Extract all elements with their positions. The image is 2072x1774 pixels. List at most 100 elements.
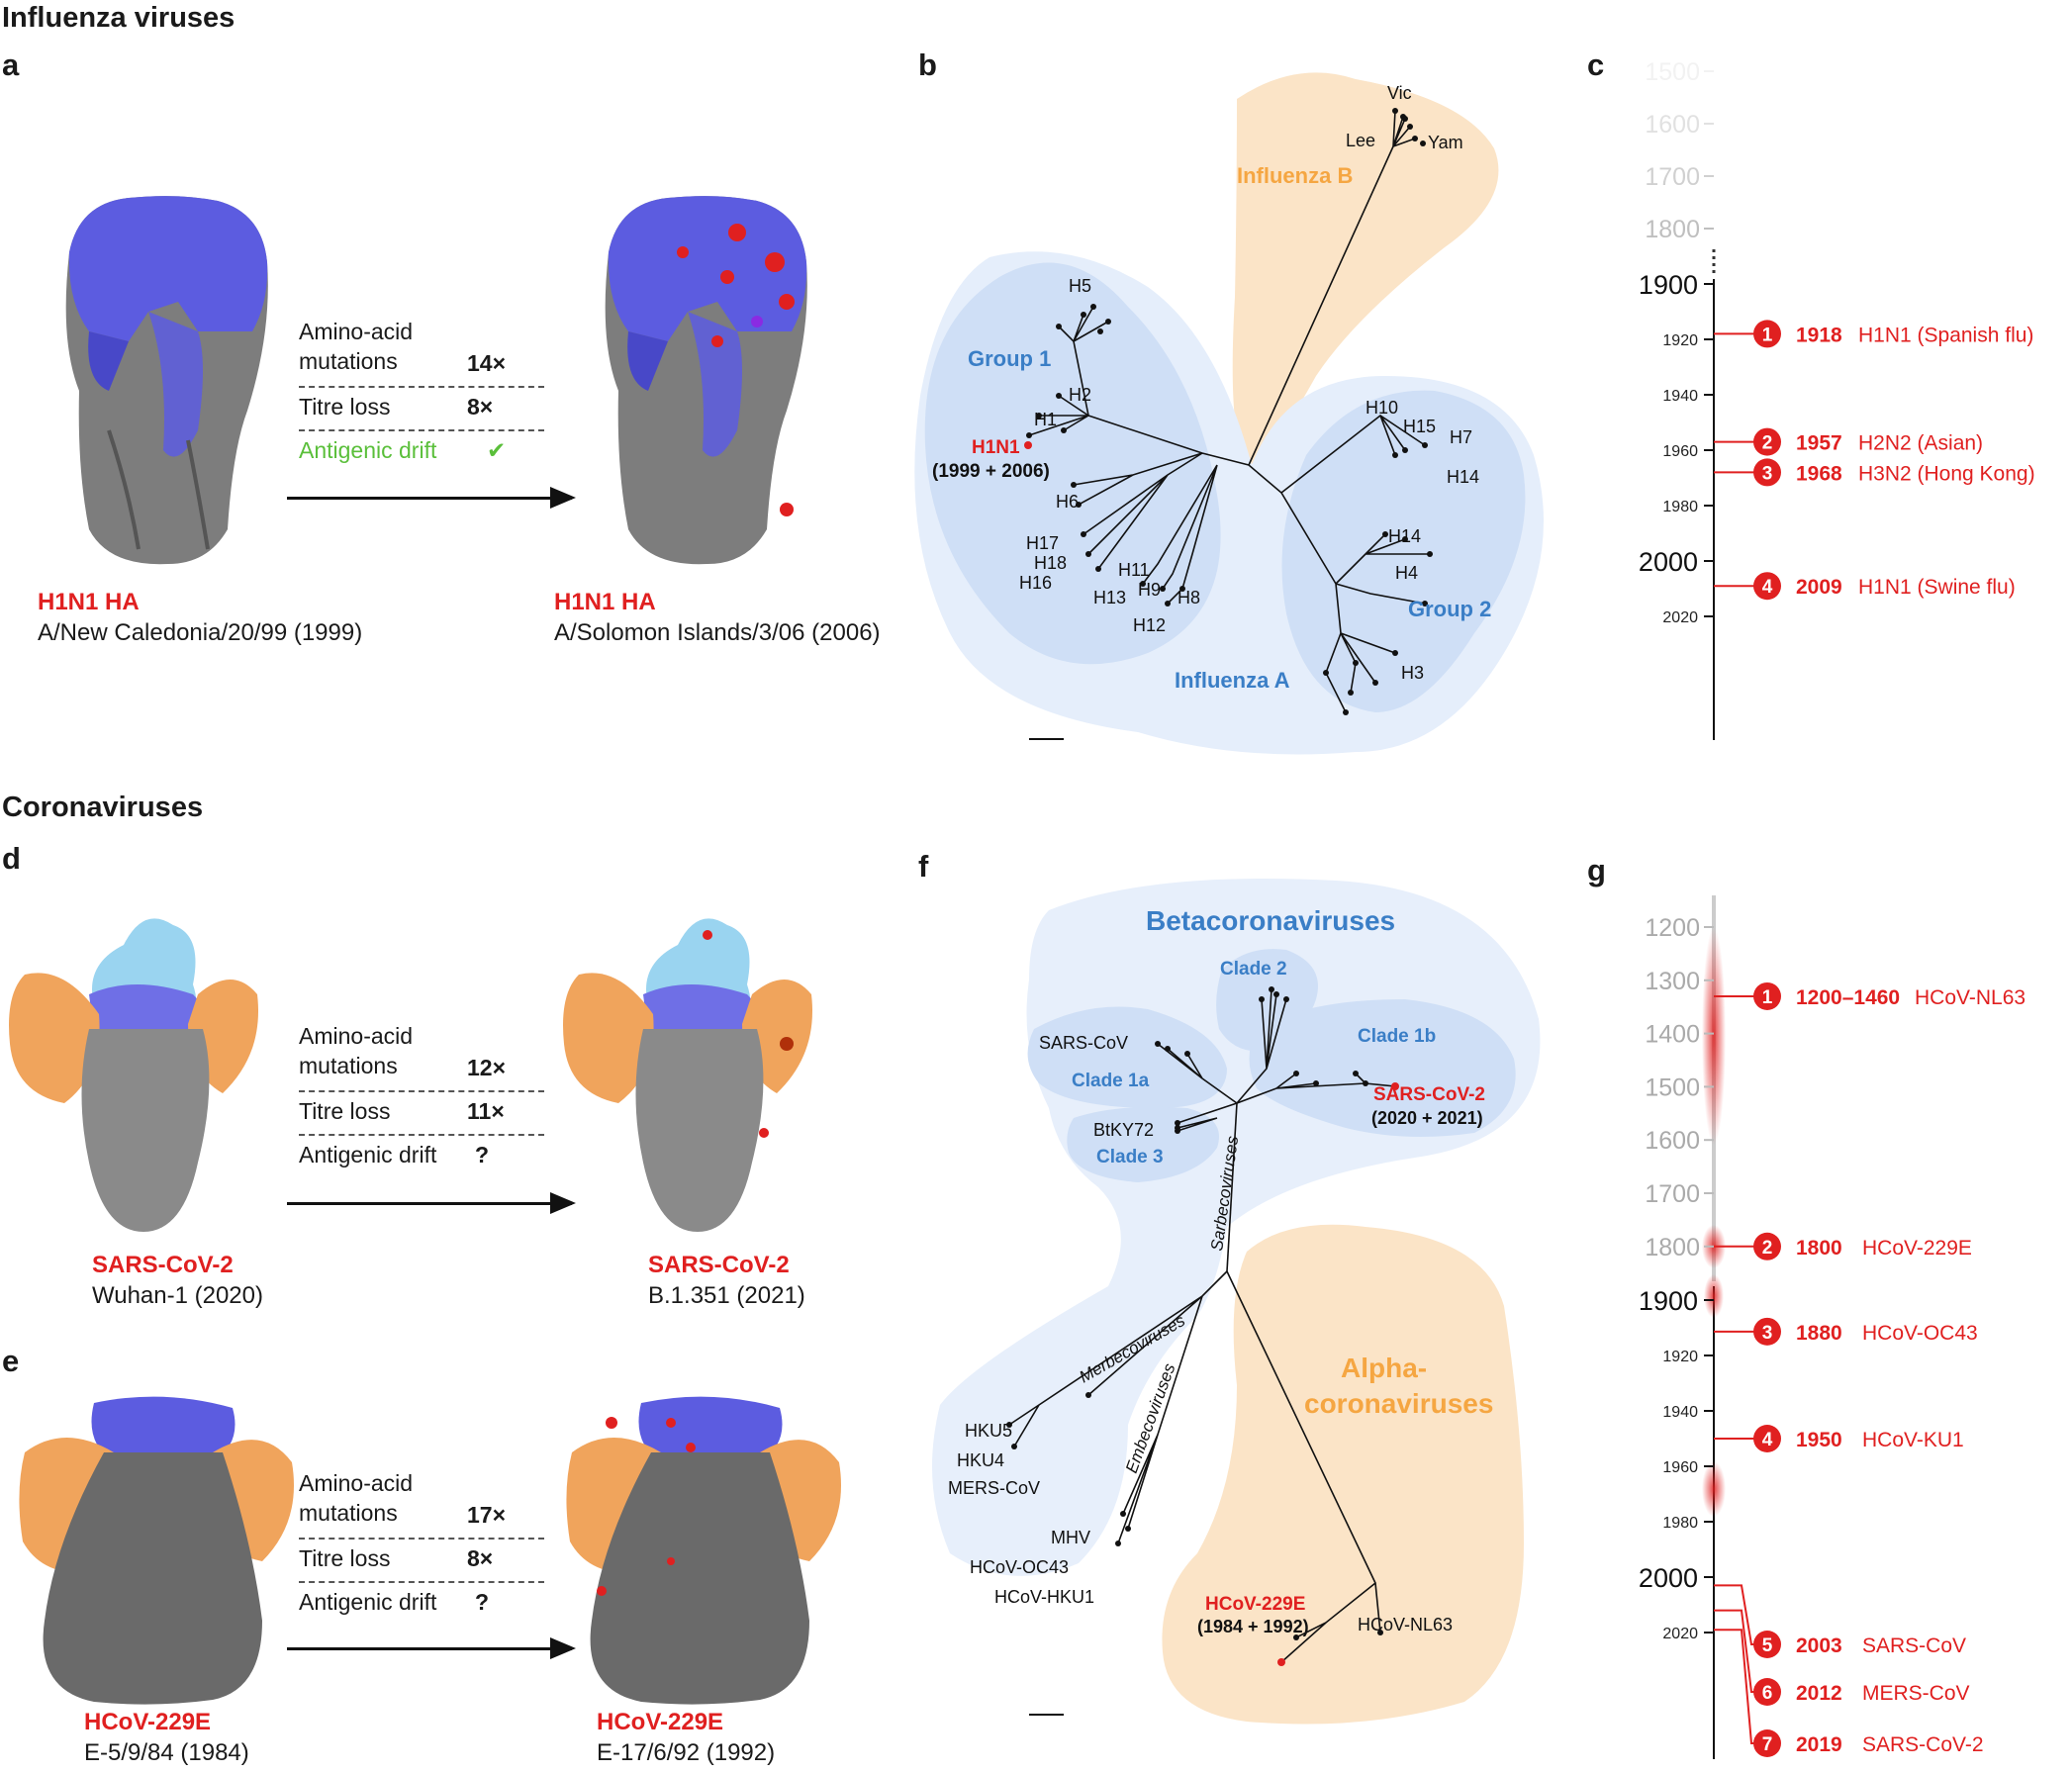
ha-structure-2006-image xyxy=(605,196,807,565)
tick-label: 1200 xyxy=(1645,914,1700,942)
tick-label: 1600 xyxy=(1645,1127,1700,1155)
mutations-label-line2: mutations xyxy=(299,348,398,374)
strain-detail: B.1.351 (2021) xyxy=(648,1282,805,1309)
strain-detail: E-5/9/84 (1984) xyxy=(84,1739,249,1766)
leaf-label: H2 xyxy=(1069,385,1091,405)
event-name: H2N2 (Asian) xyxy=(1858,432,1983,455)
event-number: 1 xyxy=(1762,325,1773,345)
event-number: 2 xyxy=(1762,1238,1773,1259)
panel-label-a: a xyxy=(2,47,20,82)
leaf-label: MERS-CoV xyxy=(948,1478,1040,1498)
event-number: 6 xyxy=(1762,1683,1773,1704)
hcov-229e-years-label: (1984 + 1992) xyxy=(1197,1617,1309,1636)
tick-label: 1700 xyxy=(1645,1180,1700,1208)
panel-label-d: d xyxy=(2,841,21,876)
spike-structure-b1351-image xyxy=(563,918,812,1232)
strain-detail: Wuhan-1 (2020) xyxy=(92,1282,263,1309)
panel-a-left-caption: H1N1 HA A/New Caledonia/20/99 (1999) xyxy=(38,587,362,648)
mutations-value: 17× xyxy=(467,1502,507,1528)
range-glow xyxy=(1702,1461,1726,1517)
leaf-label: H5 xyxy=(1069,276,1091,296)
titre-loss-label: Titre loss xyxy=(299,1098,391,1124)
clade2-label: Clade 2 xyxy=(1220,959,1287,980)
question-mark-icon: ? xyxy=(475,1589,490,1615)
influenza-a-label: Influenza A xyxy=(1175,668,1290,693)
antigenic-drift-label: Antigenic drift xyxy=(299,437,437,463)
leaf-label: H4 xyxy=(1395,563,1418,583)
leaf-label: H1 xyxy=(1034,410,1057,429)
event-marker xyxy=(1753,1232,1781,1260)
event-number: 2 xyxy=(1762,433,1773,454)
influenza-b-region xyxy=(1232,72,1499,466)
tick-label: 1920 xyxy=(1662,332,1698,349)
event-name: H3N2 (Hong Kong) xyxy=(1858,462,2035,485)
tick-label: 1700 xyxy=(1645,163,1700,191)
titre-loss-value: 11× xyxy=(467,1098,505,1124)
event-number: 1 xyxy=(1762,987,1773,1008)
event-group: 1 1918 H1N1 (Spanish flu) 2 1957 H2N2 (Asian)… xyxy=(1714,320,2035,601)
ha-structure-1999-image xyxy=(65,196,268,565)
hcov-229e-label: HCoV-229E xyxy=(1205,1594,1305,1615)
tick-label: 2000 xyxy=(1639,1563,1698,1593)
strain-name: H1N1 HA xyxy=(554,589,656,615)
h1n1-years-label: (1999 + 2006) xyxy=(932,461,1050,482)
leaf-label: HKU5 xyxy=(965,1421,1012,1441)
h1n1-label: H1N1 xyxy=(972,437,1020,458)
event-number: 3 xyxy=(1762,463,1773,484)
spike-structure-1992-image xyxy=(566,1396,841,1705)
event-name: H1N1 (Spanish flu) xyxy=(1858,324,2033,346)
clade3-region xyxy=(1067,1106,1219,1182)
check-icon: ✔ xyxy=(487,437,507,463)
tick-label: 1920 xyxy=(1662,1349,1698,1365)
leaf-label: HCoV-NL63 xyxy=(1358,1615,1453,1634)
panel-label-f: f xyxy=(918,849,929,884)
panel-d-right-caption: SARS-CoV-2 B.1.351 (2021) xyxy=(648,1250,805,1311)
spike-structure-wuhan-image xyxy=(9,918,258,1232)
antigenic-drift-label: Antigenic drift xyxy=(299,1142,437,1167)
tick-label: 1500 xyxy=(1645,1074,1700,1101)
event-name: HCoV-229E xyxy=(1862,1237,1972,1260)
section-title-influenza: Influenza viruses xyxy=(2,2,235,34)
leaf-label: H6 xyxy=(1056,492,1079,512)
group2-region xyxy=(1281,390,1526,712)
tick-label: 1900 xyxy=(1639,270,1698,300)
leaf-label: Lee xyxy=(1346,131,1375,150)
event-name: SARS-CoV xyxy=(1862,1634,1966,1657)
event-name: HCoV-NL63 xyxy=(1915,986,2025,1009)
event-name: HCoV-OC43 xyxy=(1862,1322,1978,1345)
leaf-label: H14 xyxy=(1447,467,1479,487)
event-year: 1957 xyxy=(1796,432,1842,455)
range-glow xyxy=(1702,927,1726,1145)
coronavirus-phylogenetic-tree: Betacoronaviruses Alpha- coronaviruses C… xyxy=(932,879,1541,1725)
strain-name: SARS-CoV-2 xyxy=(648,1252,790,1278)
event-year: 1800 xyxy=(1796,1237,1842,1260)
event-year: 2019 xyxy=(1796,1733,1842,1756)
clade1b-region xyxy=(1249,999,1516,1137)
clade1a-region xyxy=(1027,1006,1227,1108)
influenza-phylogenetic-tree: Influenza B Influenza A Group 1 Group 2 … xyxy=(914,72,1544,755)
strain-detail: E-17/6/92 (1992) xyxy=(597,1739,776,1766)
event-year: 1968 xyxy=(1796,462,1842,485)
tick-label: 1940 xyxy=(1662,388,1698,405)
mutations-label-line1: Amino-acid xyxy=(299,1470,414,1496)
strain-detail: A/New Caledonia/20/99 (1999) xyxy=(38,619,363,646)
mutations-label-line2: mutations xyxy=(299,1500,398,1526)
sars-cov-2-label: SARS-CoV-2 xyxy=(1373,1084,1485,1105)
panel-e-right-caption: HCoV-229E E-17/6/92 (1992) xyxy=(597,1707,775,1768)
leaf-label: HCoV-HKU1 xyxy=(994,1587,1094,1607)
event-year: 1918 xyxy=(1796,324,1842,346)
spike-structure-1984-image xyxy=(19,1396,294,1705)
event-name: H1N1 (Swine flu) xyxy=(1858,576,2016,599)
leaf-label: Yam xyxy=(1428,133,1463,152)
tick-label: 2020 xyxy=(1662,609,1698,626)
titre-loss-label: Titre loss xyxy=(299,1545,391,1571)
mutations-value: 12× xyxy=(467,1055,507,1080)
leaf-label: HKU4 xyxy=(957,1450,1004,1470)
tick-label: 1400 xyxy=(1645,1021,1700,1049)
event-number: 4 xyxy=(1762,1430,1773,1450)
